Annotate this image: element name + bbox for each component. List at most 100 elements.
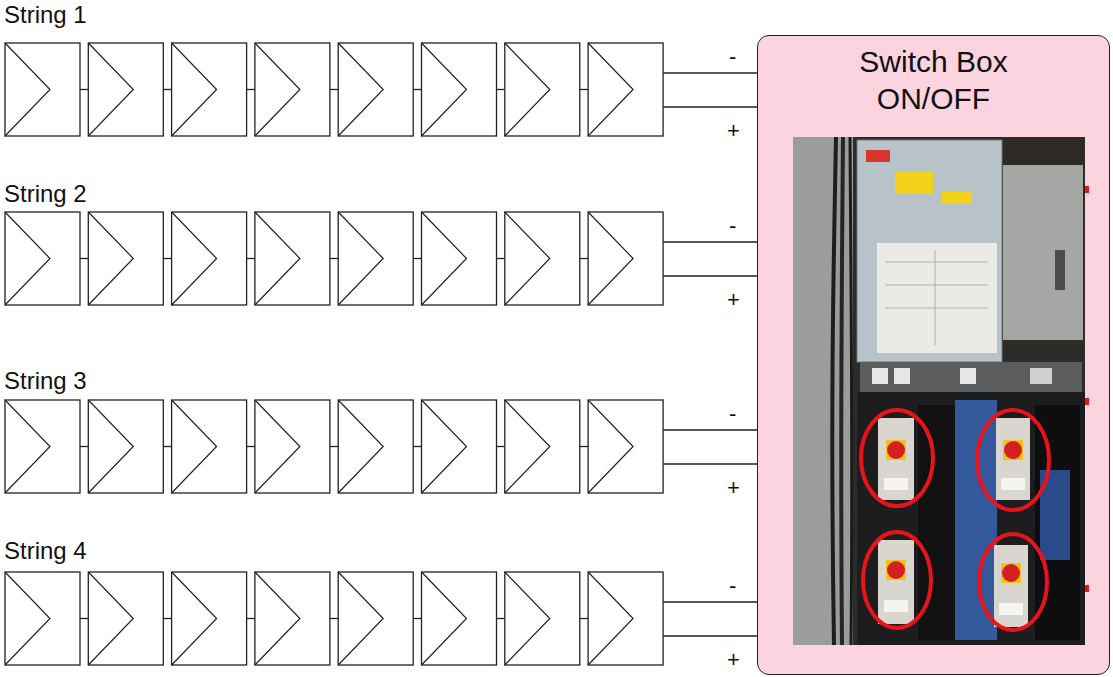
string-name: String 2 <box>4 180 87 208</box>
pv-module <box>588 400 663 493</box>
module-chevron <box>172 400 217 493</box>
isolator-switch <box>996 418 1030 500</box>
string-wire <box>663 241 757 243</box>
module-chevron <box>338 212 383 305</box>
module-link <box>330 258 338 259</box>
isolator-plate <box>1001 563 1021 583</box>
paper-line <box>885 262 988 263</box>
highlight-ring <box>861 410 933 506</box>
cabinet-side <box>793 137 853 645</box>
pv-module <box>5 43 80 136</box>
module-chevron <box>505 572 550 665</box>
pv-module <box>422 572 497 665</box>
pv-string <box>5 212 757 305</box>
terminal <box>1030 368 1052 384</box>
module-link <box>580 446 588 447</box>
module-chevron <box>88 43 133 136</box>
pv-module <box>338 212 413 305</box>
highlight-ring <box>979 534 1047 630</box>
isolator-label <box>884 600 908 612</box>
inverter-unit <box>918 405 958 640</box>
pv-module <box>588 572 663 665</box>
polarity-mark: - <box>729 213 736 238</box>
module-link <box>247 89 255 90</box>
highlight-ring <box>863 532 931 628</box>
module-link <box>247 618 255 619</box>
module-link <box>80 258 88 259</box>
paper-line <box>935 250 936 345</box>
string-wire <box>663 463 757 465</box>
module-chevron <box>338 400 383 493</box>
pv-module <box>172 212 247 305</box>
module-chevron <box>422 43 467 136</box>
module-chevron <box>422 212 467 305</box>
module-link <box>413 89 421 90</box>
distribution-panel <box>857 140 1002 362</box>
pv-module <box>505 572 580 665</box>
module-link <box>80 446 88 447</box>
module-link <box>580 618 588 619</box>
cable <box>832 137 836 645</box>
pv-module <box>422 400 497 493</box>
pv-module <box>338 43 413 136</box>
box-title: Switch Box ON/OFF <box>824 44 1044 117</box>
cable <box>850 137 852 645</box>
pv-module <box>172 400 247 493</box>
module-chevron <box>5 43 50 136</box>
pv-module <box>88 212 163 305</box>
module-chevron <box>505 212 550 305</box>
inverter-box <box>1003 165 1083 340</box>
isolator-knob <box>887 561 905 579</box>
pv-module <box>172 572 247 665</box>
pv-string <box>5 572 757 665</box>
module-link <box>413 446 421 447</box>
string-wire <box>663 275 757 277</box>
string-wire <box>663 635 757 637</box>
module-link <box>330 446 338 447</box>
module-link <box>163 258 171 259</box>
pv-module <box>5 212 80 305</box>
polarity-mark: + <box>727 647 740 672</box>
module-chevron <box>255 212 300 305</box>
module-chevron <box>255 572 300 665</box>
isolator-switch <box>994 545 1028 627</box>
pv-module <box>505 400 580 493</box>
pv-module <box>338 572 413 665</box>
terminal <box>872 368 888 384</box>
highlight-ring <box>977 410 1049 510</box>
isolator-knob <box>887 441 905 459</box>
photo-background <box>793 137 1085 645</box>
isolator-label <box>884 478 908 490</box>
pv-module <box>505 43 580 136</box>
module-chevron <box>588 43 633 136</box>
pv-module <box>505 212 580 305</box>
module-chevron <box>88 572 133 665</box>
module-link <box>247 446 255 447</box>
module-link <box>330 89 338 90</box>
module-chevron <box>505 400 550 493</box>
warning-sticker <box>895 172 933 194</box>
inverter-detail <box>1055 250 1065 290</box>
module-chevron <box>5 212 50 305</box>
polarity-mark: - <box>729 573 736 598</box>
module-chevron <box>5 400 50 493</box>
pv-module <box>422 43 497 136</box>
warning-sticker <box>866 150 890 162</box>
module-link <box>497 618 505 619</box>
string-name: String 1 <box>4 1 87 29</box>
pv-module <box>88 572 163 665</box>
module-link <box>163 446 171 447</box>
module-chevron <box>255 400 300 493</box>
module-link <box>580 89 588 90</box>
blue-cover <box>955 400 997 640</box>
module-link <box>80 618 88 619</box>
pv-module <box>172 43 247 136</box>
pv-module <box>255 400 330 493</box>
isolator-knob <box>1004 441 1022 459</box>
module-chevron <box>588 212 633 305</box>
string-wire <box>663 72 757 74</box>
isolator-plate <box>886 440 906 460</box>
module-link <box>330 618 338 619</box>
isolator-switch <box>878 540 914 624</box>
pv-module <box>338 400 413 493</box>
